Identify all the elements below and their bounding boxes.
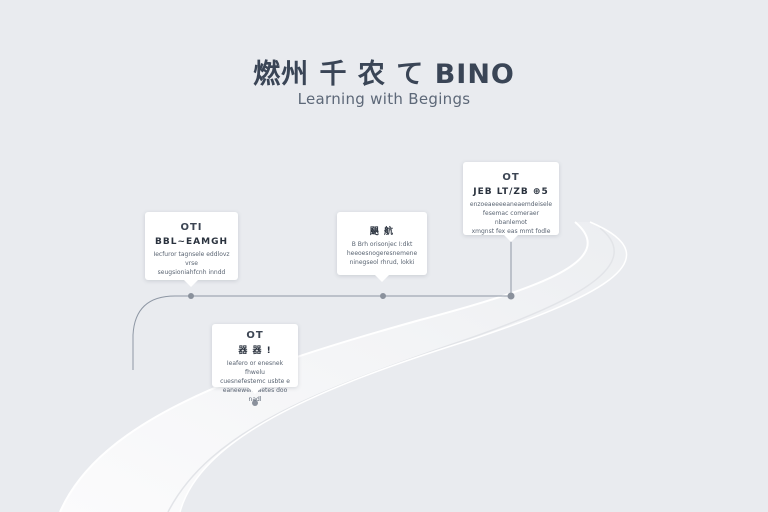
road-center-line — [167, 227, 615, 512]
road-edge-outer — [59, 221, 589, 512]
milestone-desc-line: eaneewem aetes doo nadl — [222, 387, 288, 403]
milestone-desc-line: enzoeaeeeeaneaemdeisele — [469, 201, 553, 208]
milestone-desc-line: fesemac comeraer nbanlemot — [482, 210, 540, 226]
page-subtitle: Learning with Begings — [297, 90, 471, 108]
milestone-desc-line: seugsioniahfcnh inndd — [157, 269, 226, 276]
milestone-node-4 — [252, 400, 258, 406]
road-surface — [60, 222, 627, 512]
milestone-node-2 — [380, 293, 386, 299]
milestone-title: 颶 航 — [369, 227, 395, 237]
milestone-desc-line: B Brh orisonjec I:dkt — [351, 241, 413, 248]
milestone-card-1: OTI BBL~EAMGH Iecfuror tagnsele eddlovz … — [145, 212, 238, 280]
milestone-card-3: OT JEB LT/ZB ⊕5 enzoeaeeeeaneaemdeisele … — [463, 162, 559, 235]
milestone-card-2: 颶 航 B Brh orisonjec I:dkt heeoesnogeresn… — [337, 212, 427, 275]
milestone-node-3 — [507, 292, 515, 300]
timeline-connector — [132, 240, 512, 370]
milestone-label: OT — [246, 330, 264, 341]
milestone-label: OT — [502, 172, 520, 183]
milestone-desc-line: Ieafero or enesnek fhwelu — [226, 360, 284, 376]
milestone-desc-line: cuesnefestemc usbte e — [220, 378, 290, 385]
milestone-card-4: OT 器 器 ! Ieafero or enesnek fhwelu cuesn… — [212, 324, 298, 403]
road-edge-inner — [179, 221, 628, 512]
milestone-desc-line: xmgnst fex eas mmt fodle — [471, 228, 551, 235]
milestone-desc-line: heeoesnogeresnemene — [346, 250, 418, 257]
milestone-title: 器 器 ! — [238, 346, 272, 356]
milestone-label: OTI — [180, 222, 203, 233]
milestone-node-1 — [188, 293, 194, 299]
milestone-desc-line: ninegseol rhrud, lokki — [349, 259, 415, 266]
page-title: 燃州 千 农 て BINO — [253, 59, 515, 90]
milestone-title: JEB LT/ZB ⊕5 — [473, 187, 549, 197]
milestone-desc-line: Iecfuror tagnsele eddlovz vrse — [153, 251, 230, 267]
milestone-title: BBL~EAMGH — [155, 237, 228, 247]
